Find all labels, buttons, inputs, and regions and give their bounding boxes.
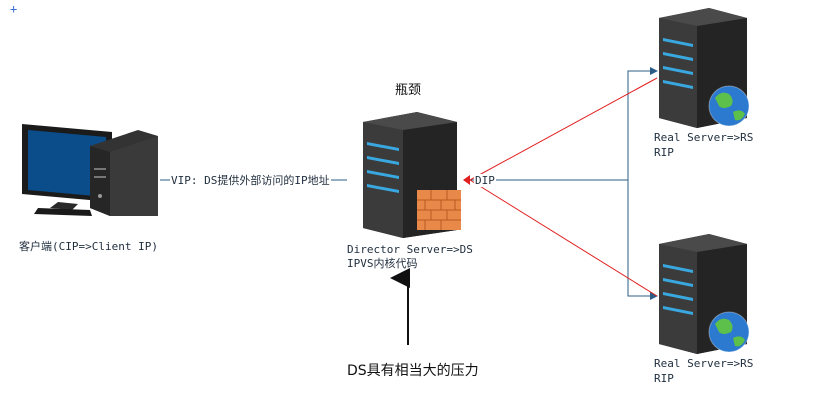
director-server bbox=[355, 110, 473, 240]
server-firewall-icon bbox=[363, 112, 461, 238]
desktop-computer-icon bbox=[22, 124, 158, 216]
real-server-bottom-line2: RIP bbox=[654, 372, 674, 385]
director-label-line1: Director Server=>DS bbox=[347, 243, 473, 256]
red-return-connector-bottom bbox=[469, 179, 658, 297]
client-label: 客户端(CIP=>Client IP) bbox=[19, 240, 158, 253]
red-return-connector-top bbox=[469, 77, 658, 181]
director-label-line2: IPVS内核代码 bbox=[347, 257, 418, 270]
branch-connector-bottom bbox=[627, 180, 658, 300]
corner-marker: + bbox=[10, 2, 18, 16]
real-server-bottom-line1: Real Server=>RS bbox=[654, 357, 754, 370]
vip-label: VIP: DS提供外部访问的IP地址 bbox=[170, 174, 331, 187]
real-server-top-line1: Real Server=>RS bbox=[654, 131, 754, 144]
real-server-top-line2: RIP bbox=[654, 146, 674, 159]
pressure-note: DS具有相当大的压力 bbox=[347, 363, 479, 379]
dip-label: DIP bbox=[474, 174, 496, 187]
branch-connector bbox=[627, 67, 658, 180]
real-server-bottom bbox=[655, 232, 759, 356]
real-server-top bbox=[655, 6, 759, 130]
client-computer-icon bbox=[20, 118, 165, 218]
server-globe-icon bbox=[659, 234, 750, 354]
server-globe-icon bbox=[659, 8, 750, 128]
bottleneck-label: 瓶颈 bbox=[395, 83, 422, 98]
